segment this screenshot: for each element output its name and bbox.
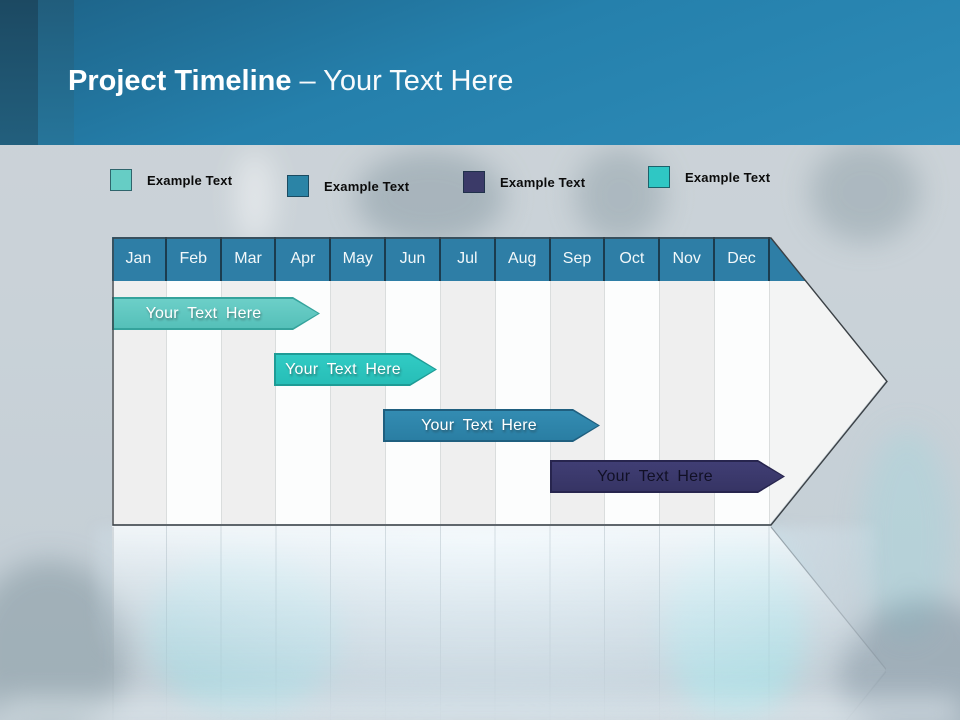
month-cell: Feb bbox=[167, 237, 222, 281]
month-cell: May bbox=[331, 237, 387, 281]
month-cell: Sep bbox=[551, 237, 606, 281]
timeline-arrow: Jan Feb Mar Apr May Jun Jul Aug Sep Oct … bbox=[112, 237, 886, 524]
legend-label: Example Text bbox=[685, 169, 771, 185]
reflection-outline bbox=[112, 526, 888, 720]
legend-swatch bbox=[463, 171, 485, 193]
legend-label: Example Text bbox=[500, 174, 586, 190]
accent-stripe-inner bbox=[38, 0, 74, 145]
month-cell: Aug bbox=[496, 237, 551, 281]
month-cell: Nov bbox=[660, 237, 716, 281]
month-cell: Oct bbox=[605, 237, 661, 281]
decorative-blob bbox=[575, 148, 665, 243]
month-cell: Jun bbox=[386, 237, 441, 281]
task-bar-label: Your Text Here bbox=[421, 416, 537, 434]
task-bar-2: Your Text Here bbox=[274, 353, 437, 386]
title-main: Project Timeline bbox=[68, 65, 292, 97]
task-bar-4: Your Text Here bbox=[550, 460, 785, 493]
month-cell: Apr bbox=[276, 237, 332, 281]
title-bar: Project Timeline– Your Text Here bbox=[0, 0, 960, 145]
decorative-blob bbox=[235, 150, 275, 245]
legend-label: Example Text bbox=[324, 178, 410, 194]
month-cell: Jan bbox=[112, 237, 167, 281]
legend-item: Example Text bbox=[287, 175, 409, 197]
month-cell: Dec bbox=[715, 237, 770, 281]
month-cell: Mar bbox=[222, 237, 277, 281]
legend-swatch bbox=[287, 175, 309, 197]
task-bar-3: Your Text Here bbox=[383, 409, 600, 442]
title-suffix: – Your Text Here bbox=[299, 65, 514, 97]
legend-item: Example Text bbox=[463, 171, 585, 193]
task-bar-label: Your Text Here bbox=[285, 360, 401, 378]
page-title: Project Timeline– Your Text Here bbox=[68, 63, 513, 99]
timeline-reflection bbox=[112, 526, 888, 720]
legend-swatch bbox=[648, 166, 670, 188]
legend-item: Example Text bbox=[648, 166, 770, 188]
task-bar-label: Your Text Here bbox=[145, 304, 262, 322]
legend-label: Example Text bbox=[147, 172, 233, 188]
task-bar-label: Your Text Here bbox=[597, 467, 713, 485]
month-cell: Jul bbox=[441, 237, 496, 281]
task-bar-1: Your Text Here bbox=[112, 297, 320, 330]
decorative-blob bbox=[810, 142, 920, 242]
decorative-blob bbox=[355, 150, 505, 245]
legend-item: Example Text bbox=[110, 169, 232, 191]
month-header-row: Jan Feb Mar Apr May Jun Jul Aug Sep Oct … bbox=[112, 237, 886, 281]
legend-swatch bbox=[110, 169, 132, 191]
accent-stripe-outer bbox=[0, 0, 38, 145]
